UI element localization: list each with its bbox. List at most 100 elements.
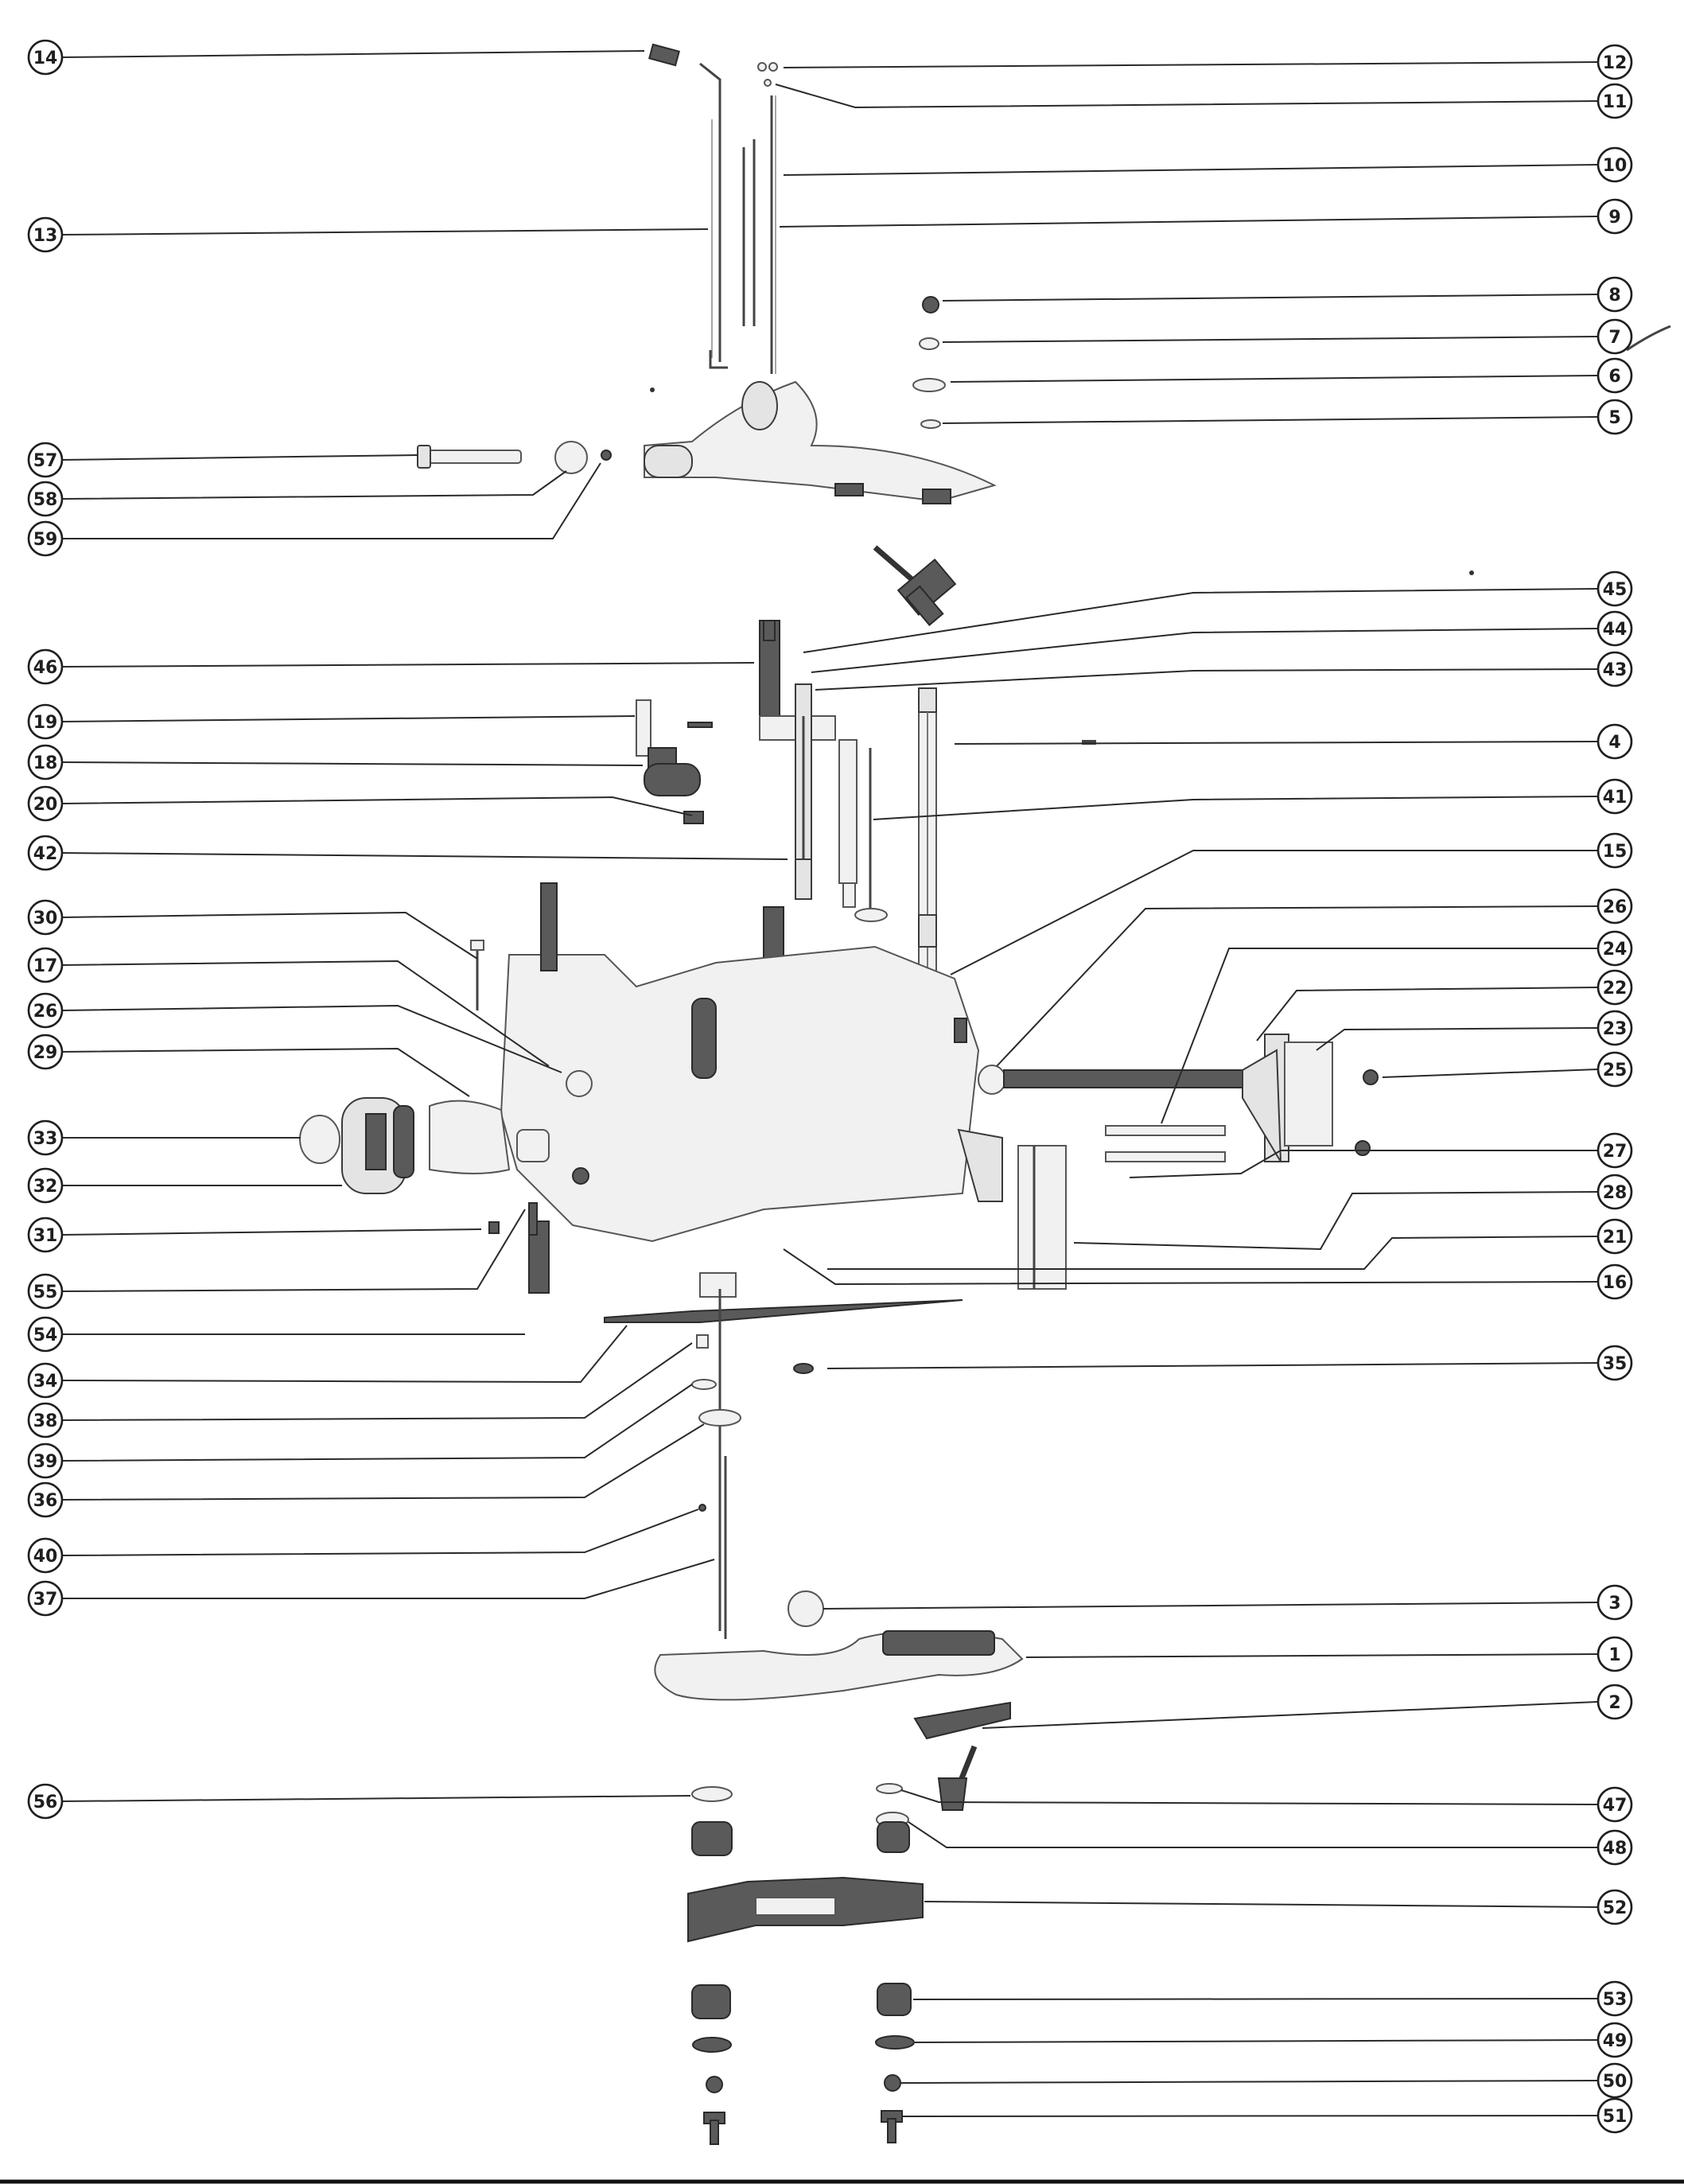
callout-13: 13: [27, 216, 64, 253]
callout-label: 16: [1603, 1273, 1628, 1293]
callout-34: 34: [27, 1362, 64, 1399]
callout-30: 30: [27, 899, 64, 936]
callout-39: 39: [27, 1442, 64, 1479]
callout-label: 2: [1608, 1693, 1620, 1713]
callout-32: 32: [27, 1167, 64, 1204]
part-clamp-bracket: [470, 882, 1003, 1294]
callout-19: 19: [27, 703, 64, 740]
callout-24: 24: [1596, 930, 1633, 967]
callout-label: 5: [1608, 408, 1620, 428]
callout-53: 53: [1596, 1980, 1633, 2017]
callout-label: 33: [33, 1129, 58, 1149]
callout-label: 17: [33, 956, 58, 976]
callout-28: 28: [1596, 1174, 1633, 1210]
callout-31: 31: [27, 1217, 64, 1253]
callout-41: 41: [1596, 778, 1633, 815]
callout-42: 42: [27, 835, 64, 871]
callout-9: 9: [1596, 198, 1633, 235]
callout-label: 19: [33, 713, 58, 733]
callout-label: 45: [1603, 580, 1628, 600]
callout-label: 6: [1608, 367, 1620, 387]
callout-label: 54: [33, 1326, 58, 1345]
callout-label: 27: [1603, 1142, 1628, 1162]
part-lower-clamp: [654, 1590, 1024, 1811]
callout-label: 46: [33, 658, 58, 678]
part-right-clamp-screw: [978, 1034, 1379, 1290]
callout-45: 45: [1596, 570, 1633, 607]
callout-label: 44: [1603, 620, 1628, 640]
callout-38: 38: [27, 1402, 64, 1438]
callout-label: 7: [1608, 328, 1620, 348]
callout-label: 31: [33, 1226, 58, 1246]
callout-label: 37: [33, 1590, 58, 1610]
callout-label: 23: [1603, 1019, 1628, 1039]
callout-label: 3: [1608, 1594, 1620, 1614]
callout-33: 33: [27, 1119, 64, 1156]
callout-label: 22: [1603, 979, 1628, 999]
callout-label: 53: [1603, 1990, 1628, 2010]
callout-label: 42: [33, 844, 58, 864]
callout-37: 37: [27, 1580, 64, 1617]
callout-label: 52: [1603, 1898, 1628, 1918]
callout-label: 47: [1603, 1796, 1628, 1816]
callout-label: 18: [33, 753, 58, 773]
part-bottom-mount: [687, 1783, 924, 2145]
callout-10: 10: [1596, 146, 1633, 183]
callout-label: 8: [1608, 286, 1620, 306]
callout-label: 1: [1608, 1645, 1620, 1665]
callout-59: 59: [27, 520, 64, 557]
part-right-shaft: [854, 687, 937, 991]
callout-label: 15: [1603, 842, 1628, 862]
part-swivel-top: [417, 380, 997, 504]
callout-12: 12: [1596, 44, 1633, 80]
callout-label: 26: [33, 1002, 58, 1022]
callout-52: 52: [1596, 1889, 1633, 1925]
callout-label: 28: [1603, 1183, 1628, 1203]
callout-1: 1: [1596, 1636, 1633, 1672]
callout-17: 17: [27, 947, 64, 983]
part-swivel-bearing-left: [299, 1097, 550, 1236]
callout-23: 23: [1596, 1010, 1633, 1046]
callout-5: 5: [1596, 399, 1633, 435]
callout-label: 20: [33, 795, 58, 815]
callout-7: 7: [1596, 318, 1633, 355]
callout-label: 26: [1603, 897, 1628, 917]
callout-label: 32: [33, 1177, 58, 1197]
callout-26-left: 26: [27, 992, 64, 1029]
callout-label: 30: [33, 909, 58, 928]
part-tilt-rod-assembly: [648, 43, 778, 374]
callout-36: 36: [27, 1481, 64, 1518]
callout-44: 44: [1596, 610, 1633, 647]
callout-label: 10: [1603, 156, 1628, 176]
callout-3: 3: [1596, 1584, 1633, 1621]
part-main-column: [636, 620, 858, 1019]
callout-21: 21: [1596, 1218, 1633, 1255]
callout-48: 48: [1596, 1829, 1633, 1866]
callout-47: 47: [1596, 1786, 1633, 1823]
callout-57: 57: [27, 442, 64, 478]
part-tee-handle-upper: [873, 545, 957, 626]
part-small-nuts: [912, 296, 946, 429]
callout-label: 14: [33, 49, 58, 68]
callout-label: 21: [1603, 1228, 1628, 1248]
callout-46: 46: [27, 648, 64, 685]
callout-56: 56: [27, 1783, 64, 1820]
callout-50: 50: [1596, 2062, 1633, 2099]
callout-8: 8: [1596, 276, 1633, 313]
callout-40: 40: [27, 1537, 64, 1574]
part-misc-marks: [650, 325, 1671, 745]
callout-2: 2: [1596, 1684, 1633, 1720]
callout-43: 43: [1596, 651, 1633, 687]
callout-22: 22: [1596, 969, 1633, 1006]
callout-label: 25: [1603, 1061, 1628, 1080]
callout-label: 55: [33, 1283, 58, 1302]
callout-label: 9: [1608, 208, 1620, 228]
callout-label: 11: [1603, 92, 1628, 112]
parts-drawing: [0, 43, 1684, 2184]
callout-15: 15: [1596, 832, 1633, 869]
callout-14: 14: [27, 39, 64, 76]
callout-label: 35: [1603, 1354, 1628, 1374]
callout-27: 27: [1596, 1132, 1633, 1169]
callout-54: 54: [27, 1316, 64, 1353]
